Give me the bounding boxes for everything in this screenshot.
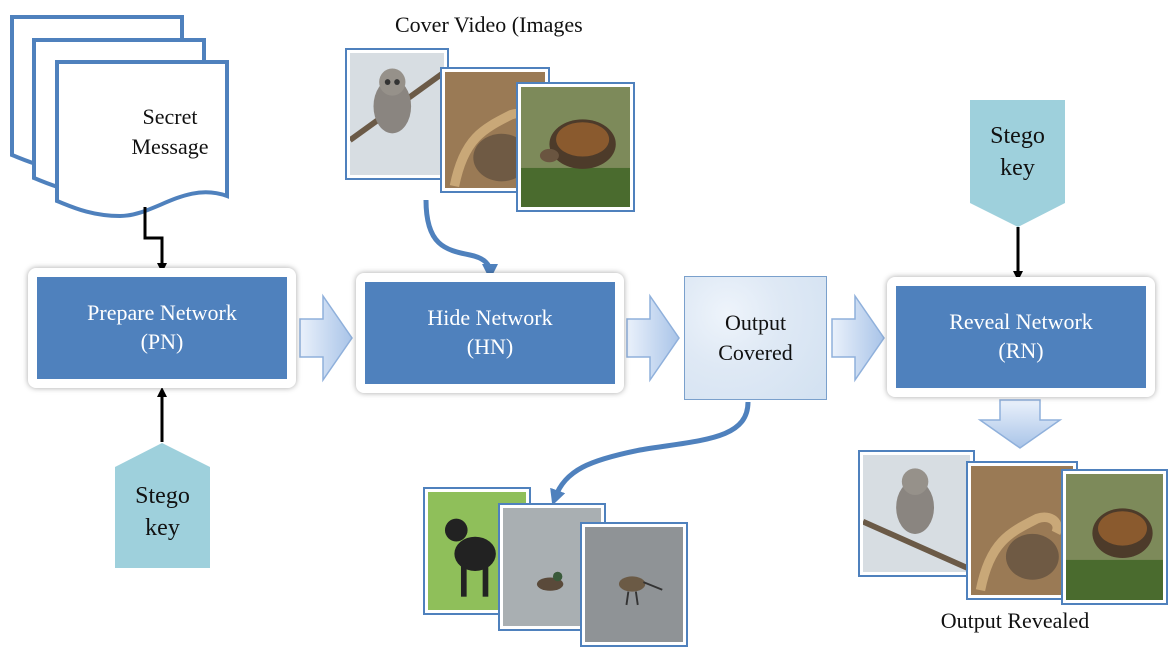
reveal-network-box: Reveal Network (RN): [887, 277, 1155, 397]
turtle-image: [521, 87, 630, 207]
reveal-network-line2: (RN): [998, 338, 1044, 363]
prepare-network-box: Prepare Network (PN): [28, 268, 296, 388]
output-covered-line2: Covered: [718, 340, 793, 365]
revealed-snake-image: [971, 466, 1073, 595]
covered-image-bird: [580, 522, 688, 647]
stego-key-top-line2: key: [1000, 155, 1035, 182]
reveal-network-line1: Reveal Network: [949, 309, 1093, 335]
output-covered-box: Output Covered: [684, 276, 827, 400]
hide-network-line1: Hide Network: [427, 305, 553, 331]
cover-image-turtle: [516, 82, 635, 212]
secret-message-line1: Secret: [142, 104, 198, 129]
stego-key-top-shape: [970, 100, 1065, 227]
stego-key-bottom-text: Stego key: [115, 480, 210, 545]
pn-to-hn-arrow: [299, 293, 353, 383]
output-covered-line1: Output: [724, 310, 787, 336]
rn-to-revealed-arrow: [977, 399, 1063, 449]
prepare-network-line2: (PN): [140, 329, 184, 354]
revealed-image-snake: [966, 461, 1078, 600]
stego-key-bottom-shape: [115, 443, 210, 568]
stego-key-top-line1: Stego: [990, 123, 1045, 149]
revealed-image-turtle: [1061, 469, 1168, 605]
prepare-network-line1: Prepare Network: [87, 300, 237, 326]
secret-message-document-stack: [10, 15, 229, 219]
stego-key-top-text: Stego key: [970, 120, 1065, 185]
output-revealed-label: Output Revealed: [940, 608, 1090, 633]
message-to-pn-connector: [143, 207, 167, 273]
stego-key-bottom-line1: Stego: [135, 483, 190, 509]
cover-image-owl: [345, 48, 449, 180]
stego-key-bottom-line2: key: [145, 515, 180, 542]
cover-to-hn-curve-arrow: [423, 199, 498, 280]
secret-message-line2: Message: [131, 133, 209, 159]
revealed-owl-image: [863, 455, 970, 572]
revealed-turtle-image: [1066, 474, 1163, 600]
hn-to-output-arrow: [626, 293, 680, 383]
output-to-rn-arrow: [831, 293, 885, 383]
output-to-covered-images-curve-arrow: [550, 401, 751, 506]
revealed-image-owl: [858, 450, 975, 577]
hide-network-box: Hide Network (HN): [356, 273, 624, 393]
bird-image: [585, 527, 683, 642]
owl-image: [350, 53, 444, 175]
hide-network-line2: (HN): [466, 334, 514, 359]
secret-message-text: Secret Message: [110, 102, 230, 161]
cover-video-label: Cover Video (Images: [395, 12, 583, 37]
